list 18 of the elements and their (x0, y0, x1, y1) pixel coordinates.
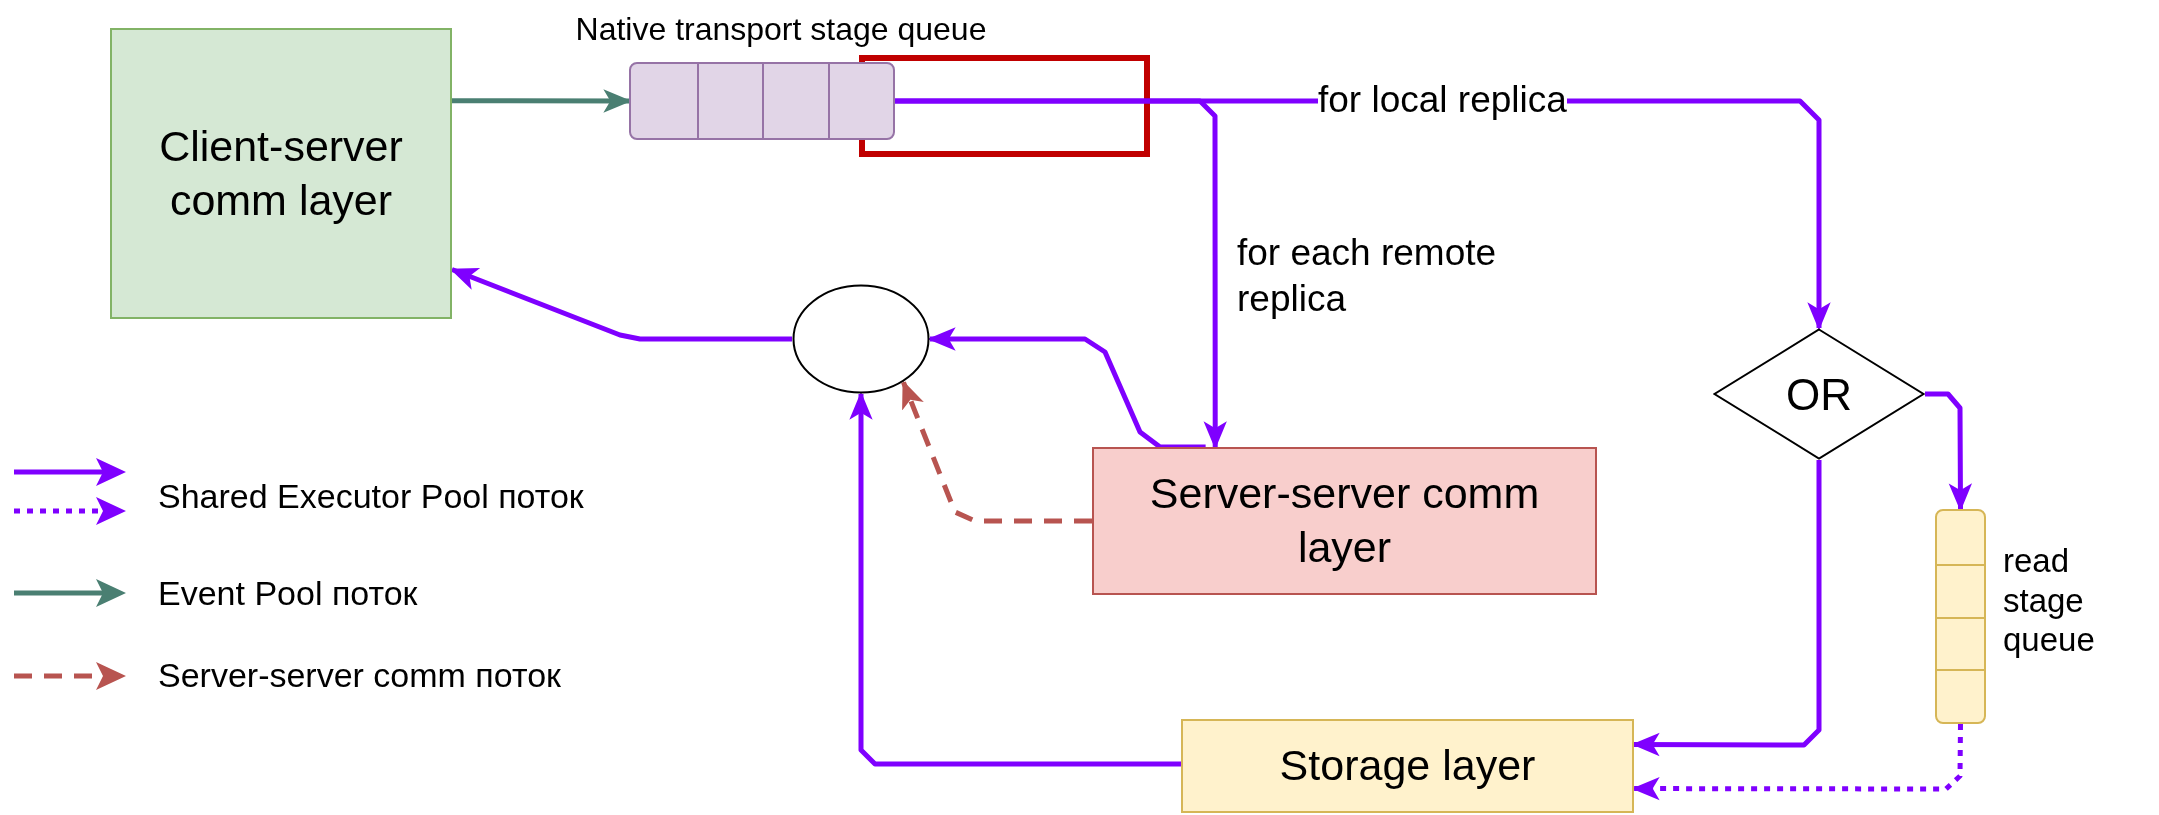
node-label: Client-server comm layer (158, 120, 404, 226)
queue-title: Native transport stage queue (574, 10, 988, 49)
junction-circle (792, 284, 930, 394)
node-label: OR (1786, 368, 1852, 421)
legend-label: Server-server comm поток (158, 656, 561, 695)
dashed-arrow (901, 380, 1092, 524)
layer-box (1181, 719, 1634, 813)
legend-label: Event Pool поток (158, 574, 418, 613)
queue-label: read stage queue (2003, 541, 2096, 660)
arrow (849, 391, 1181, 767)
layer-box (110, 28, 452, 319)
arrow (895, 98, 1227, 450)
node-label: Server-server comm layer (1148, 468, 1541, 573)
layer-box (1092, 447, 1597, 595)
decision-diamond (1713, 328, 1925, 460)
legend-label: Shared Executor Pool поток (158, 477, 584, 516)
arrow (1925, 391, 1973, 512)
node-label: Storage layer (1278, 740, 1537, 792)
